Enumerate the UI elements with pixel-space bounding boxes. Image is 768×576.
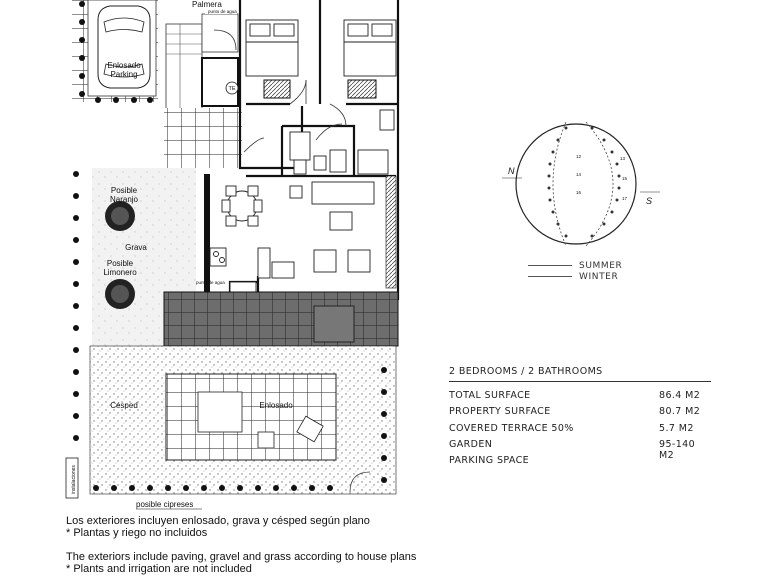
spec-row: TOTAL SURFACE 86.4 M2	[449, 390, 711, 406]
spec-value: 5.7 M2	[659, 422, 694, 434]
house-fill	[204, 79, 397, 308]
bed-icon	[343, 19, 397, 77]
specs-header: 2 BEDROOMS / 2 BATHROOMS	[449, 366, 711, 382]
specs-panel: 2 BEDROOMS / 2 BATHROOMS TOTAL SURFACE 8…	[449, 366, 711, 471]
parking-label-2: Parking	[110, 70, 137, 79]
enlosado-label: Enlosado	[259, 401, 293, 410]
spec-label: COVERED TERRACE 50%	[449, 422, 574, 434]
spec-row: GARDEN 95-140 M2	[449, 438, 711, 461]
winter-hour: 15	[622, 176, 628, 181]
south-label: S	[646, 196, 652, 206]
bed-icon	[245, 19, 299, 77]
note-en-1: The exteriors include paving, gravel and…	[66, 551, 417, 563]
naranjo-label-2: Naranjo	[110, 195, 139, 204]
water-point-label-bottom: punto de agua	[196, 280, 225, 285]
limonero-label-1: Posible	[107, 259, 134, 268]
legend-summer-label: SUMMER	[579, 260, 623, 271]
spec-row: COVERED TERRACE 50% 5.7 M2	[449, 423, 711, 439]
living-furniture	[209, 181, 375, 305]
legend-summer: SUMMER	[528, 260, 622, 271]
spec-value: 95-140 M2	[659, 438, 696, 461]
bathroom-fixtures	[289, 109, 395, 175]
legend-winter-label: WINTER	[579, 271, 619, 282]
covered-terrace	[163, 291, 399, 347]
spec-value: 86.4 M2	[659, 390, 701, 401]
notes: Los exteriores incluyen enlosado, grava …	[66, 515, 416, 575]
summer-hour: 12	[576, 154, 582, 159]
legend-line	[528, 265, 572, 266]
spec-value	[659, 455, 711, 471]
winter-hour: 13	[620, 156, 626, 161]
sun-legend: SUMMER WINTER	[528, 260, 622, 282]
legend-winter: WINTER	[528, 271, 622, 282]
cipreses-label: posible cipreses	[136, 500, 193, 509]
grava-label: Grava	[125, 243, 147, 252]
spec-value: 80.7 M2	[659, 406, 701, 418]
note-es-1: Los exteriores incluyen enlosado, grava …	[66, 515, 370, 527]
parking-label-1: Enlosado	[107, 61, 141, 70]
note-en-2: * Plants and irrigation are not included	[66, 563, 252, 575]
water-point-label-top: punto de agua	[208, 9, 237, 14]
spec-row: PROPERTY SURFACE 80.7 M2	[449, 406, 711, 422]
spec-label: TOTAL SURFACE	[449, 390, 531, 401]
limonero-label-2: Limonero	[103, 268, 137, 277]
spec-label: PROPERTY SURFACE	[449, 406, 551, 418]
parking-area	[72, 0, 158, 103]
winter-hour: 17	[622, 196, 628, 201]
cesped-label: Césped	[110, 401, 138, 410]
lawn-garden	[65, 345, 397, 499]
summer-hour: 14	[576, 172, 582, 177]
note-es-2: * Plantas y riego no incluidos	[66, 527, 208, 539]
north-label: N	[508, 166, 515, 176]
spec-label: PARKING SPACE	[449, 455, 530, 467]
entrance-stairs	[164, 0, 242, 168]
spec-label: GARDEN	[449, 438, 493, 450]
legend-line	[528, 276, 572, 277]
sun-path-chart: 12 14 16 13 15 17	[515, 121, 637, 247]
naranjo-label-1: Posible	[111, 186, 138, 195]
summer-hour: 16	[576, 190, 582, 195]
spec-row: PARKING SPACE	[449, 455, 711, 471]
car-icon	[97, 5, 151, 89]
instalaciones-label: instalaciones	[71, 465, 77, 494]
te-label: TE	[228, 86, 235, 92]
palmera-label: Palmera	[192, 0, 222, 9]
